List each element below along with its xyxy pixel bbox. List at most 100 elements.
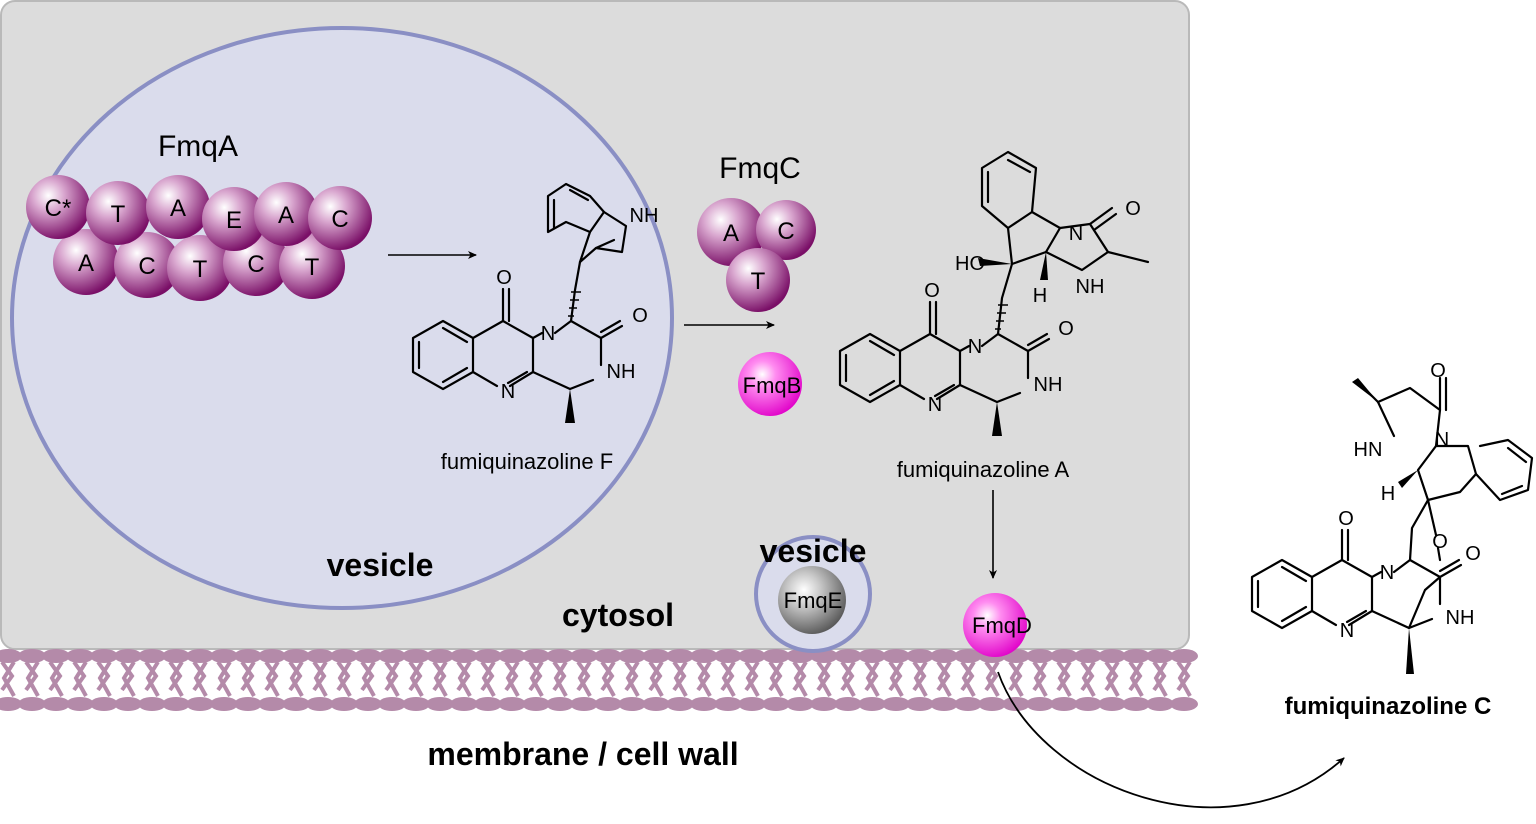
atom-HO: HO — [955, 253, 985, 275]
lipid-head — [138, 649, 166, 663]
bead-sphere — [202, 187, 266, 251]
compound-F-name: fumiquinazoline F — [441, 449, 613, 474]
atom-O: O — [496, 267, 512, 289]
lipid-tail — [864, 660, 880, 697]
lipid-head — [306, 697, 334, 711]
lipid-head — [42, 649, 70, 663]
compound-C-name: fumiquinazoline C — [1285, 693, 1492, 720]
lipid-tail — [408, 660, 424, 697]
lipid-tail — [192, 660, 208, 697]
lipid-head — [378, 697, 406, 711]
lipid-head — [474, 649, 502, 663]
structure-fumiquinazoline-A — [838, 150, 1150, 436]
lipid-tail — [0, 660, 16, 697]
lipid-head — [594, 649, 622, 663]
fmqE-sphere — [778, 566, 846, 634]
lipid-tail — [432, 660, 448, 697]
lipid-tail — [792, 660, 808, 697]
lipid-head — [66, 697, 94, 711]
lipid-head — [834, 697, 862, 711]
lipid-head — [186, 697, 214, 711]
atom-HN: HN — [1354, 439, 1383, 461]
cytosol-label: cytosol — [562, 597, 674, 633]
lipid-tail — [984, 660, 1000, 697]
fmqA-domain-top-4: A — [254, 182, 318, 246]
lipid-head — [42, 697, 70, 711]
lipid-tail — [72, 660, 88, 697]
lipid-tail — [672, 660, 688, 697]
lipid-head — [810, 697, 838, 711]
lipid-head — [1026, 697, 1054, 711]
lipid-tail — [264, 660, 280, 697]
atom-NH: NH — [630, 205, 659, 227]
lipid-head — [1170, 697, 1198, 711]
lipid-head — [738, 649, 766, 663]
lipid-head — [882, 649, 910, 663]
compound-A-name: fumiquinazoline A — [897, 457, 1070, 482]
lipid-head — [954, 697, 982, 711]
lipid-head — [906, 649, 934, 663]
lipid-head — [522, 697, 550, 711]
lipid-head — [786, 697, 814, 711]
lipid-tail — [1080, 660, 1096, 697]
lipid-head — [162, 697, 190, 711]
lipid-head — [378, 649, 406, 663]
lipid-head — [138, 697, 166, 711]
lipid-head — [570, 649, 598, 663]
lipid-tail — [1152, 660, 1168, 697]
structure-fumiquinazoline-F — [411, 182, 628, 423]
fmqA-domain-4: T — [279, 233, 345, 299]
lipid-tail — [456, 660, 472, 697]
atom-N: N — [928, 394, 942, 416]
lipid-head — [690, 697, 718, 711]
atom-O: O — [924, 280, 940, 302]
lipid-head — [666, 649, 694, 663]
bead-sphere — [726, 248, 790, 312]
atom-O: O — [1432, 531, 1448, 553]
bead-sphere — [86, 181, 150, 245]
atom-NH: NH — [1034, 374, 1063, 396]
lipid-head — [858, 697, 886, 711]
lipid-head — [930, 697, 958, 711]
lipid-tail — [624, 660, 640, 697]
lipid-head — [0, 697, 22, 711]
lipid-head — [330, 649, 358, 663]
lipid-tail — [528, 660, 544, 697]
bead-sphere — [53, 229, 119, 295]
lipid-head — [738, 697, 766, 711]
lipid-head — [114, 697, 142, 711]
structure-fumiquinazoline-C — [1250, 376, 1534, 674]
atom-O: O — [1125, 198, 1141, 220]
fmqD-label: FmqD — [972, 613, 1032, 638]
bead-sphere — [308, 186, 372, 250]
lipid-tail — [24, 660, 40, 697]
bead-label: T — [193, 256, 208, 283]
atom-N: N — [1069, 223, 1083, 245]
lipid-head — [594, 697, 622, 711]
atom-O: O — [1338, 508, 1354, 530]
fmqC-domain-2: T — [726, 248, 790, 312]
lipid-head — [186, 649, 214, 663]
lipid-head — [114, 649, 142, 663]
fmqB-sphere — [738, 352, 802, 416]
lipid-tail — [168, 660, 184, 697]
lipid-head — [498, 697, 526, 711]
bead-label: C — [777, 218, 794, 245]
lipid-tail — [1104, 660, 1120, 697]
lipid-tail — [936, 660, 952, 697]
atom-O: O — [1430, 360, 1446, 382]
lipid-head — [210, 649, 238, 663]
lipid-head — [1050, 697, 1078, 711]
lipid-tail — [1176, 660, 1192, 697]
lipid-head — [1074, 649, 1102, 663]
lipid-head — [978, 697, 1006, 711]
lipid-tail — [480, 660, 496, 697]
lipid-head — [762, 697, 790, 711]
lipid-head — [570, 697, 598, 711]
bead-sphere — [697, 198, 765, 266]
vesicle-large-label: vesicle — [327, 547, 434, 583]
lipid-head — [1002, 697, 1030, 711]
bead-sphere — [254, 182, 318, 246]
